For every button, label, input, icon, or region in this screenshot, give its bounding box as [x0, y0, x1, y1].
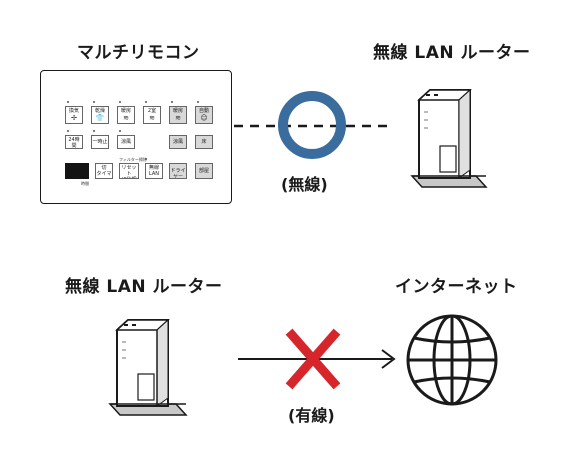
remote-button-24h: 24時間換気 — [65, 135, 83, 149]
remote-filter-label: フィルター掃除 — [119, 157, 147, 162]
globe-icon — [406, 314, 498, 406]
internet-title: インターネット — [395, 277, 518, 297]
wired-arrowhead — [381, 349, 396, 369]
heat-icon: ≋ — [175, 114, 181, 122]
remote-button-heat: 暖房≋ — [117, 106, 135, 124]
remote-button-cool-2: 涼風 — [169, 135, 187, 149]
remote-button-ventilation: 換気✢ — [65, 106, 83, 124]
blocked-cross-icon — [285, 328, 341, 390]
remote-display — [65, 163, 89, 179]
remote-button-dryer: ドライヤー — [169, 163, 187, 179]
remote-button-cool: 涼風 — [117, 135, 135, 149]
bottom-router-icon — [108, 318, 188, 416]
top-router-icon — [410, 88, 488, 188]
remote-button-dry: 乾燥👕 — [91, 106, 109, 124]
wireless-ring — [278, 91, 346, 159]
heat-icon: ≋ — [123, 114, 129, 122]
shirt-icon: 👕 — [95, 114, 105, 122]
remote-display-label: 時間 — [81, 181, 89, 186]
fan-icon: ✢ — [71, 114, 77, 122]
wired-caption: (有線) — [288, 406, 335, 425]
remote-button-heat-2: 暖房≋ — [169, 106, 187, 124]
remote-button-room: 部屋 — [195, 163, 213, 179]
remote-title: マルチリモコン — [77, 43, 200, 63]
remote-button-auto: 自動☺ — [195, 106, 213, 124]
remote-button-timer: 切タイマー — [95, 163, 113, 179]
person-icon: ☺ — [200, 114, 208, 122]
multi-remote-panel: 換気✢ 乾燥👕 暖房≋ 2室≋ 暖房≋ 自動☺ 24時間換気 一時止 涼風 涼風… — [40, 70, 232, 204]
heat-icon: ≋ — [149, 114, 155, 122]
remote-button-room2: 2室≋ — [143, 106, 161, 124]
remote-button-floor: 床 — [195, 135, 213, 149]
wireless-caption: (無線) — [281, 175, 328, 194]
bottom-router-title: 無線 LAN ルーター — [65, 277, 223, 297]
top-router-title: 無線 LAN ルーター — [373, 43, 531, 63]
remote-button-pause: 一時止 — [91, 135, 109, 149]
remote-button-reset: リセット(3秒押し) — [119, 163, 139, 179]
